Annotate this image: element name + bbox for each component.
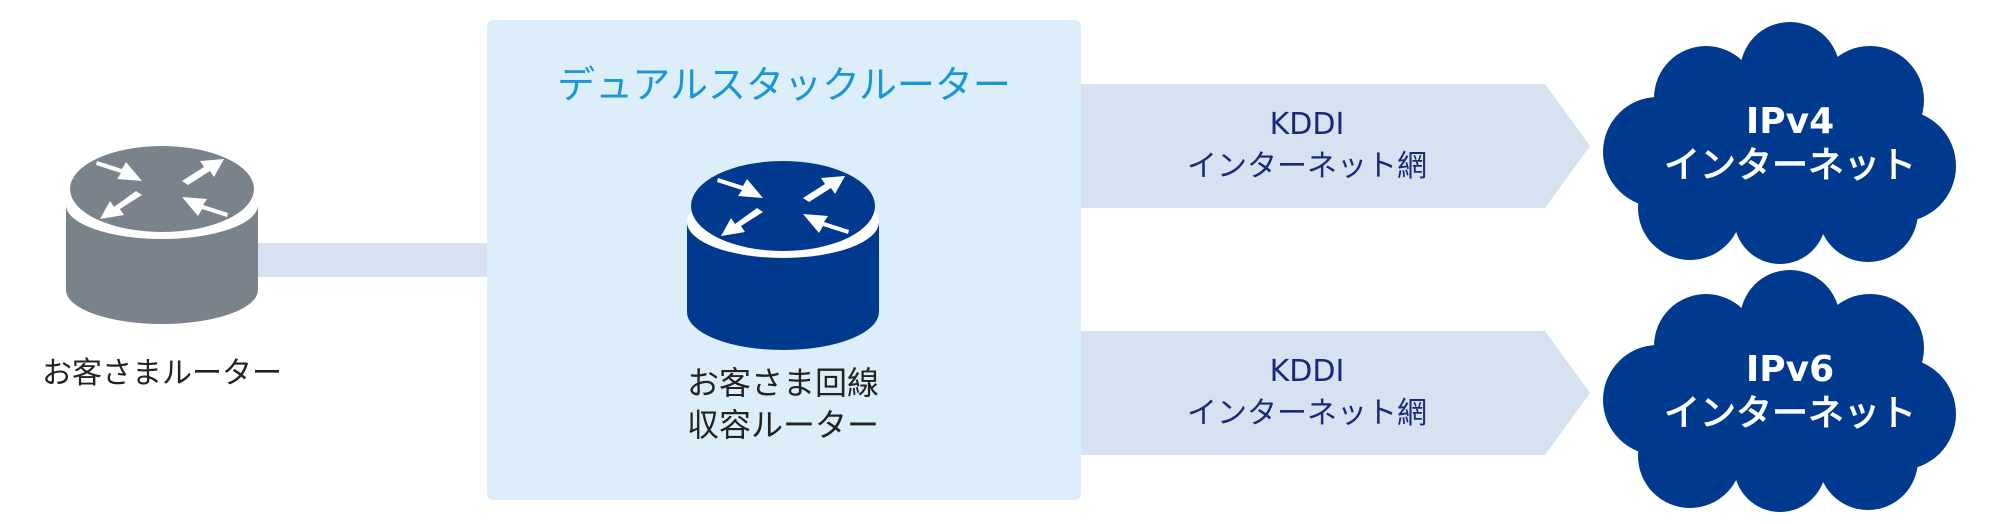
dual-stack-title: デュアルスタックルーター xyxy=(557,63,1011,107)
connection-arrow-ipv4: KDDI インターネット網 xyxy=(1081,84,1590,208)
connection-label-line2: インターネット網 xyxy=(1187,396,1427,431)
ipv4-label-line1: IPv4 xyxy=(1746,101,1834,142)
connector-line xyxy=(255,243,487,277)
customer-router-icon xyxy=(66,146,258,324)
connection-label-line1: KDDI xyxy=(1270,354,1345,389)
connection-label-line2: インターネット網 xyxy=(1187,149,1427,184)
router-label-line2: 収容ルーター xyxy=(687,406,879,444)
ipv4-cloud-icon xyxy=(1603,22,1956,264)
ipv4-label-line2: インターネット xyxy=(1664,145,1916,186)
ipv6-cloud-icon xyxy=(1603,270,1956,512)
connection-label-line1: KDDI xyxy=(1270,107,1345,142)
arrow-right-icon xyxy=(1081,331,1590,455)
customer-router-label: お客さまルーター xyxy=(42,356,282,391)
accommodating-router-icon xyxy=(687,161,879,350)
connection-arrow-ipv6: KDDI インターネット網 xyxy=(1081,331,1590,455)
router-label-line1: お客さま回線 xyxy=(687,364,879,402)
ipv6-label-line2: インターネット xyxy=(1664,393,1916,434)
arrow-right-icon xyxy=(1081,84,1590,208)
ipv6-label-line1: IPv6 xyxy=(1746,349,1834,390)
